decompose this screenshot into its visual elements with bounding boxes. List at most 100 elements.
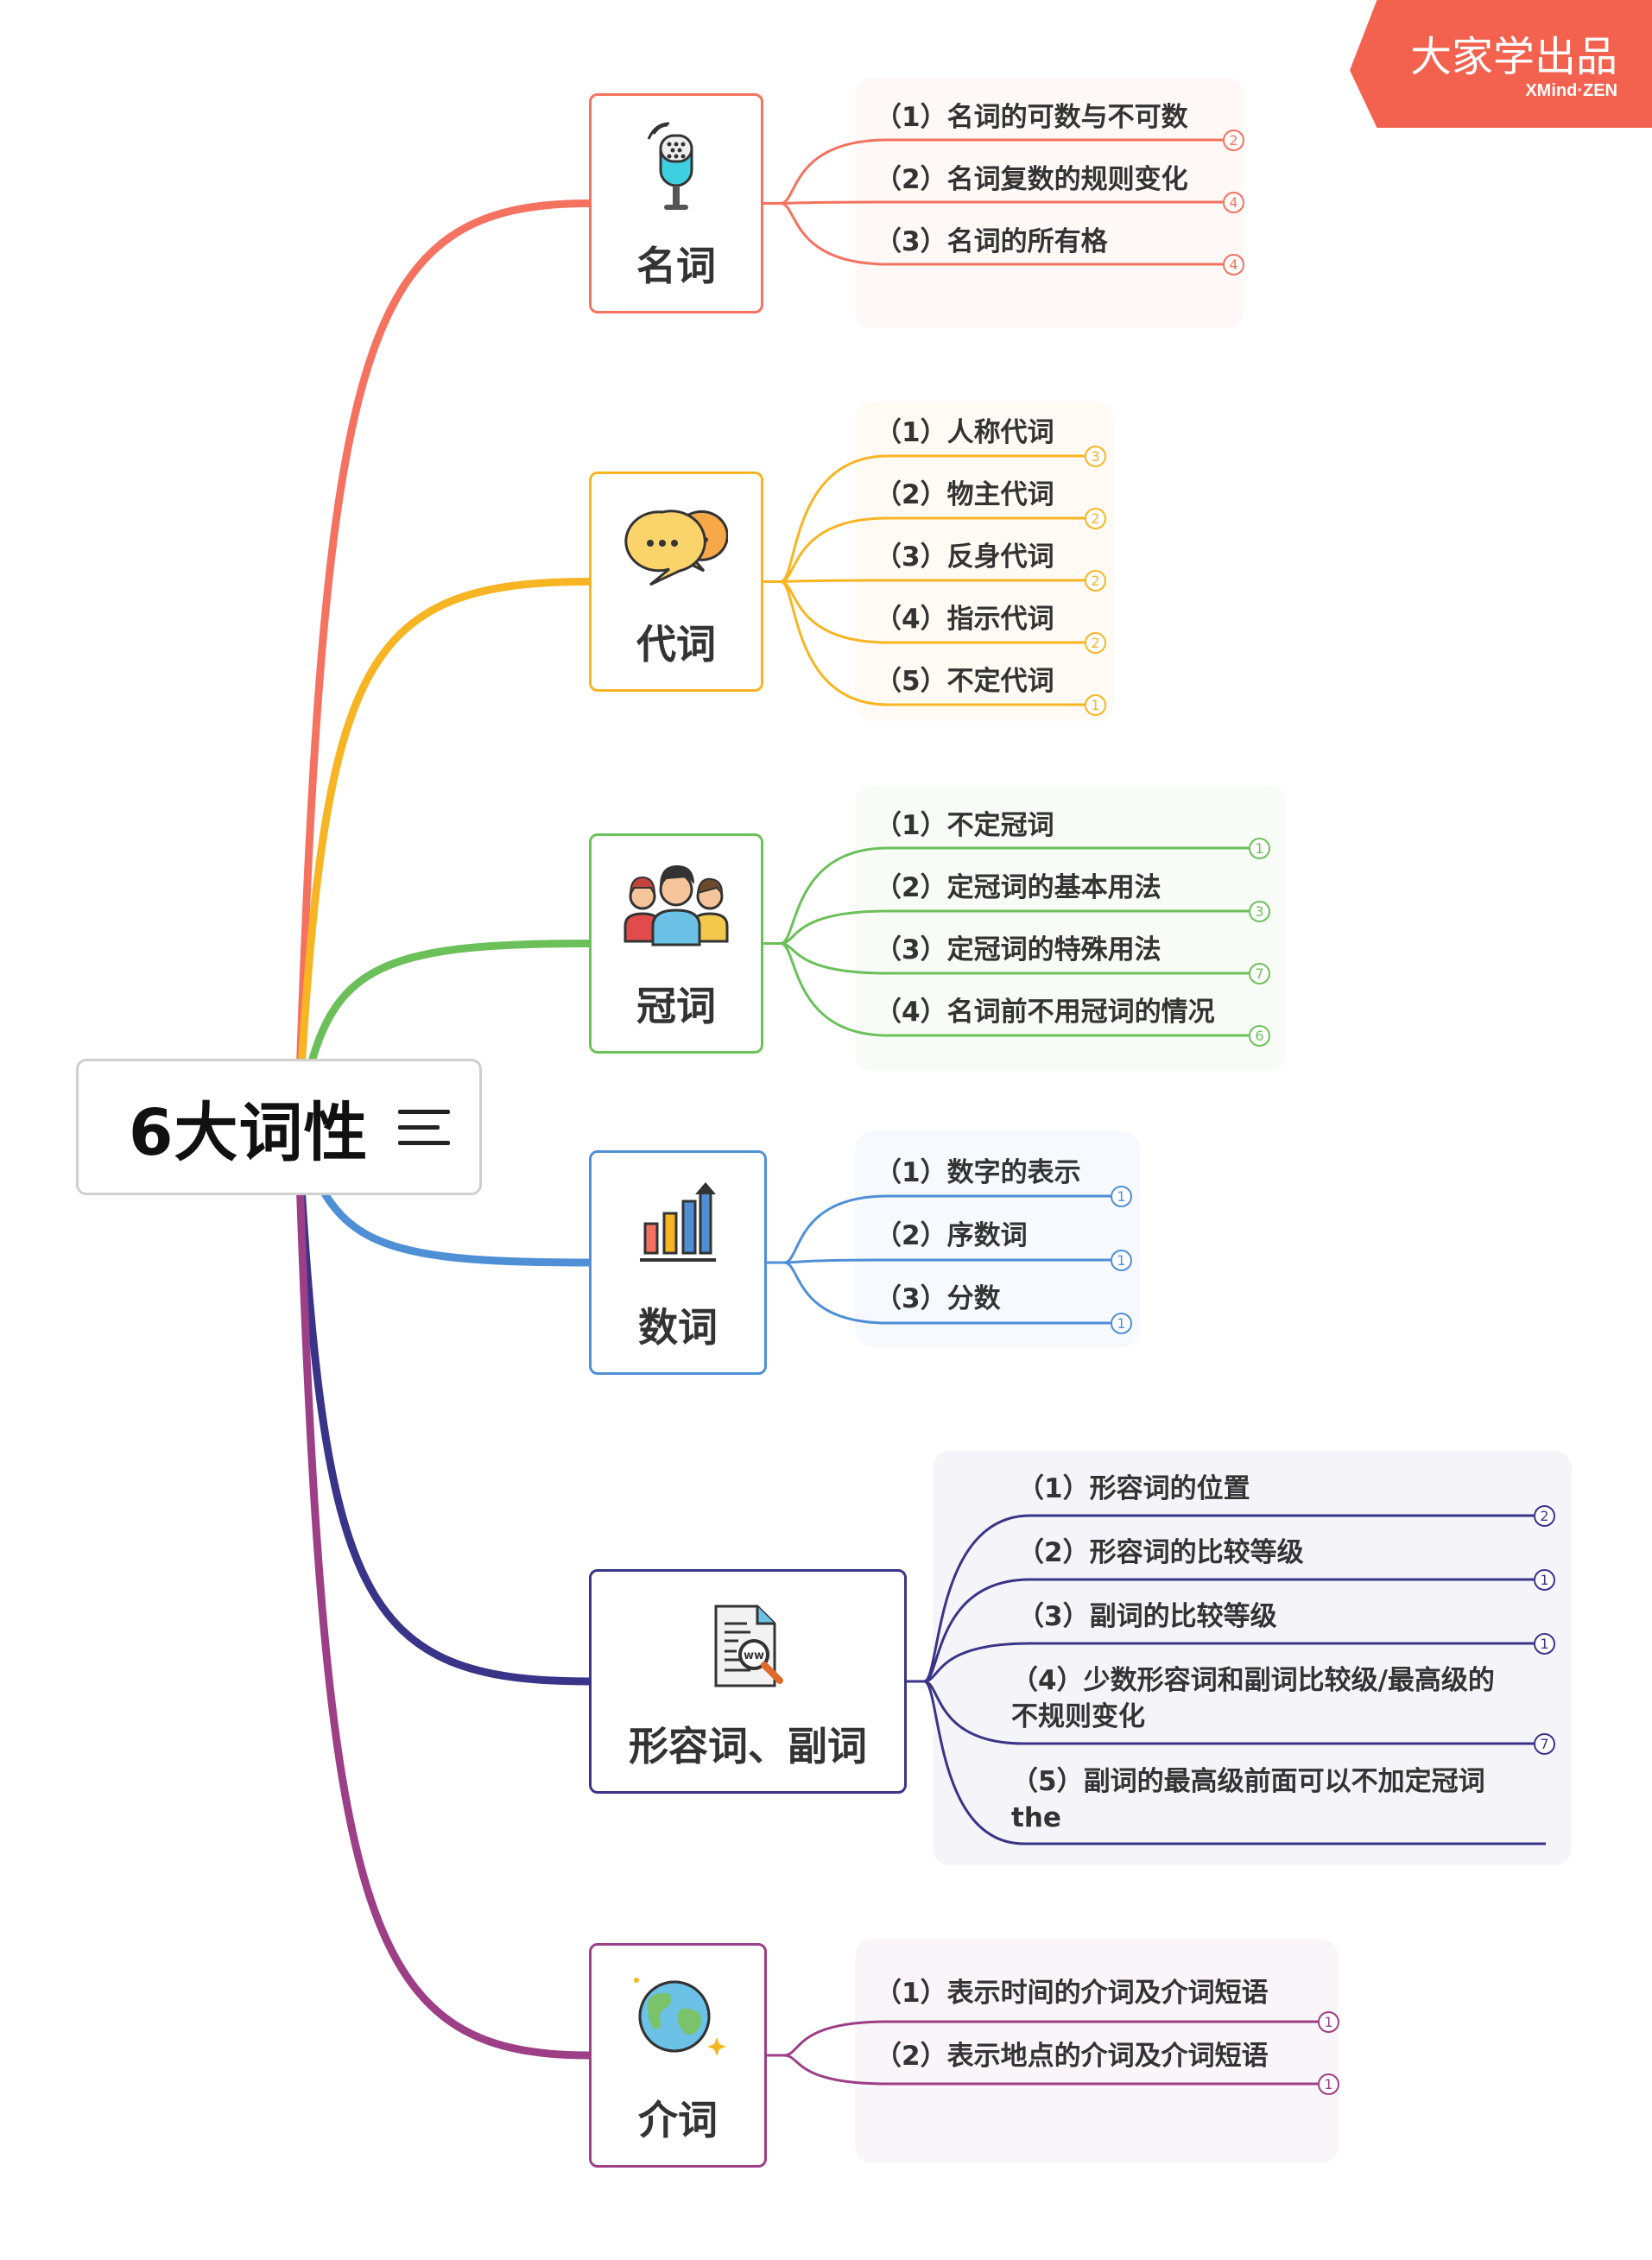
subtopic-label[interactable]: （5）不定代词 xyxy=(875,666,1054,697)
subtopic-label[interactable]: （2）名词复数的规则变化 xyxy=(875,164,1188,195)
topic-box[interactable]: 冠词 xyxy=(589,833,763,1054)
topic-label: 冠词 xyxy=(636,983,716,1029)
subtopic-count-badge[interactable]: 2 xyxy=(1534,1505,1555,1527)
subtopic-label[interactable]: （2）序数词 xyxy=(875,1220,1028,1251)
root-title: 6大词性 xyxy=(129,1095,369,1170)
svg-text:ww: ww xyxy=(744,1649,764,1662)
subtopic-count-badge[interactable]: 6 xyxy=(1249,1025,1270,1047)
subtopic-label[interactable]: （2）定冠词的基本用法 xyxy=(875,872,1161,903)
subtopic-count-badge[interactable]: 3 xyxy=(1249,901,1270,922)
topic-label: 代词 xyxy=(636,621,716,668)
subtopic-label[interactable]: （3）分数 xyxy=(875,1283,1001,1314)
branch-connector xyxy=(294,578,593,1131)
subtopic-count-badge[interactable]: 1 xyxy=(1111,1313,1132,1334)
topic-label: 形容词、副词 xyxy=(629,1723,867,1769)
branch-panel xyxy=(855,786,1287,1071)
topic-label: 名词 xyxy=(636,243,716,289)
branch-connector xyxy=(294,1123,593,1686)
brand-banner: 大家学出品 XMind·ZEN xyxy=(1350,0,1652,128)
branch-panel xyxy=(855,1939,1339,2163)
child-connector xyxy=(783,1194,1111,1264)
brand-title: 大家学出品 xyxy=(1409,33,1617,81)
child-connector xyxy=(923,1680,1534,1745)
child-connector xyxy=(780,942,1249,975)
subtopic-count-badge[interactable]: 1 xyxy=(1534,1633,1555,1655)
subtopic-count-badge[interactable]: 1 xyxy=(1111,1250,1132,1271)
root-topic[interactable]: 6大词性 xyxy=(76,1059,482,1195)
child-connector xyxy=(780,580,1085,644)
subtopic-label[interactable]: （4）名词前不用冠词的情况 xyxy=(875,997,1215,1028)
subtopic-label[interactable]: （1）表示时间的介词及介词短语 xyxy=(875,1978,1269,2009)
child-connector xyxy=(780,454,1085,583)
child-connector xyxy=(923,1578,1534,1683)
subtopic-label[interactable]: （1）形容词的位置 xyxy=(1017,1473,1250,1504)
subtopic-count-badge[interactable]: 1 xyxy=(1249,838,1270,859)
subtopic-count-badge[interactable]: 1 xyxy=(1318,2073,1339,2095)
notes-lines-icon xyxy=(397,1109,450,1145)
subtopic-count-badge[interactable]: 1 xyxy=(1318,2011,1339,2033)
child-connector xyxy=(923,1514,1534,1683)
topic-box[interactable]: 介词 xyxy=(589,1943,767,2168)
child-connector xyxy=(783,2054,1318,2086)
topic-box[interactable]: 数词 xyxy=(589,1150,767,1375)
subtopic-count-badge[interactable]: 7 xyxy=(1249,963,1270,984)
subtopic-label[interactable]: （1）名词的可数与不可数 xyxy=(875,102,1188,133)
subtopic-label[interactable]: （4）指示代词 xyxy=(875,604,1054,635)
branch-connector xyxy=(294,199,593,1131)
child-connector xyxy=(780,579,1085,583)
bar-chart-icon xyxy=(635,1179,721,1269)
subtopic-label[interactable]: （2）形容词的比较等级 xyxy=(1017,1537,1304,1568)
subtopic-count-badge[interactable]: 3 xyxy=(1085,446,1106,467)
globe-icon xyxy=(626,1972,730,2061)
subtopic-label[interactable]: （1）人称代词 xyxy=(875,417,1054,448)
subtopic-count-badge[interactable]: 1 xyxy=(1111,1186,1132,1207)
people-group-icon xyxy=(620,862,732,952)
subtopic-label[interactable]: （2）物主代词 xyxy=(875,479,1054,510)
subtopic-count-badge[interactable]: 7 xyxy=(1534,1733,1555,1755)
child-connector xyxy=(780,909,1249,945)
subtopic-label[interactable]: （3）名词的所有格 xyxy=(875,226,1108,257)
subtopic-label[interactable]: （3）副词的比较等级 xyxy=(1017,1601,1277,1632)
child-connector xyxy=(780,942,1249,1037)
topic-box[interactable]: 代词 xyxy=(589,472,763,692)
subtopic-label[interactable]: （3）定冠词的特殊用法 xyxy=(875,934,1161,965)
child-connector xyxy=(923,1642,1534,1683)
subtopic-label[interactable]: （1）数字的表示 xyxy=(875,1157,1081,1188)
branch-panel xyxy=(855,78,1244,328)
subtopic-count-badge[interactable]: 1 xyxy=(1085,694,1106,716)
child-connector xyxy=(783,1258,1111,1264)
microphone-icon xyxy=(642,122,711,220)
child-connector xyxy=(783,1261,1111,1325)
branch-panel xyxy=(855,402,1114,721)
subtopic-label[interactable]: （4）少数形容词和副词比较级/最高级的不规则变化 xyxy=(1011,1665,1495,1732)
speech-bubbles-icon xyxy=(624,500,729,590)
subtopic-count-badge[interactable]: 2 xyxy=(1085,508,1106,529)
subtopic-label[interactable]: （1）不定冠词 xyxy=(875,810,1054,841)
topic-box[interactable]: 名词 xyxy=(589,93,763,313)
child-connector xyxy=(780,200,1223,205)
branch-panel xyxy=(855,1131,1140,1347)
topic-box[interactable]: ww 形容词、副词 xyxy=(589,1569,907,1794)
child-connector xyxy=(780,580,1085,706)
child-connector xyxy=(780,202,1223,266)
subtopic-label[interactable]: （2）表示地点的介词及介词短语 xyxy=(875,2041,1269,2072)
subtopic-count-badge[interactable]: 4 xyxy=(1223,254,1244,275)
subtopic-count-badge[interactable]: 2 xyxy=(1223,130,1244,151)
child-connector xyxy=(780,846,1249,945)
subtopic-count-badge[interactable]: 2 xyxy=(1085,632,1106,654)
child-connector xyxy=(780,138,1223,205)
child-connector xyxy=(780,516,1085,583)
subtopic-label[interactable]: （3）反身代词 xyxy=(875,541,1054,573)
child-connector xyxy=(783,2020,1318,2057)
topic-label: 数词 xyxy=(638,1304,718,1351)
subtopic-count-badge[interactable]: 1 xyxy=(1534,1569,1555,1591)
subtopic-count-badge[interactable]: 4 xyxy=(1223,192,1244,213)
branch-panel xyxy=(933,1451,1572,1865)
subtopic-count-badge[interactable]: 2 xyxy=(1085,570,1106,592)
document-search-icon: ww xyxy=(700,1601,795,1700)
subtopic-label[interactable]: （5）副词的最高级前面可以不加定冠词the xyxy=(1011,1766,1485,1833)
branch-connector xyxy=(294,1123,593,2060)
brand-subtitle: XMind·ZEN xyxy=(1525,81,1617,100)
child-connector xyxy=(923,1680,1546,1845)
